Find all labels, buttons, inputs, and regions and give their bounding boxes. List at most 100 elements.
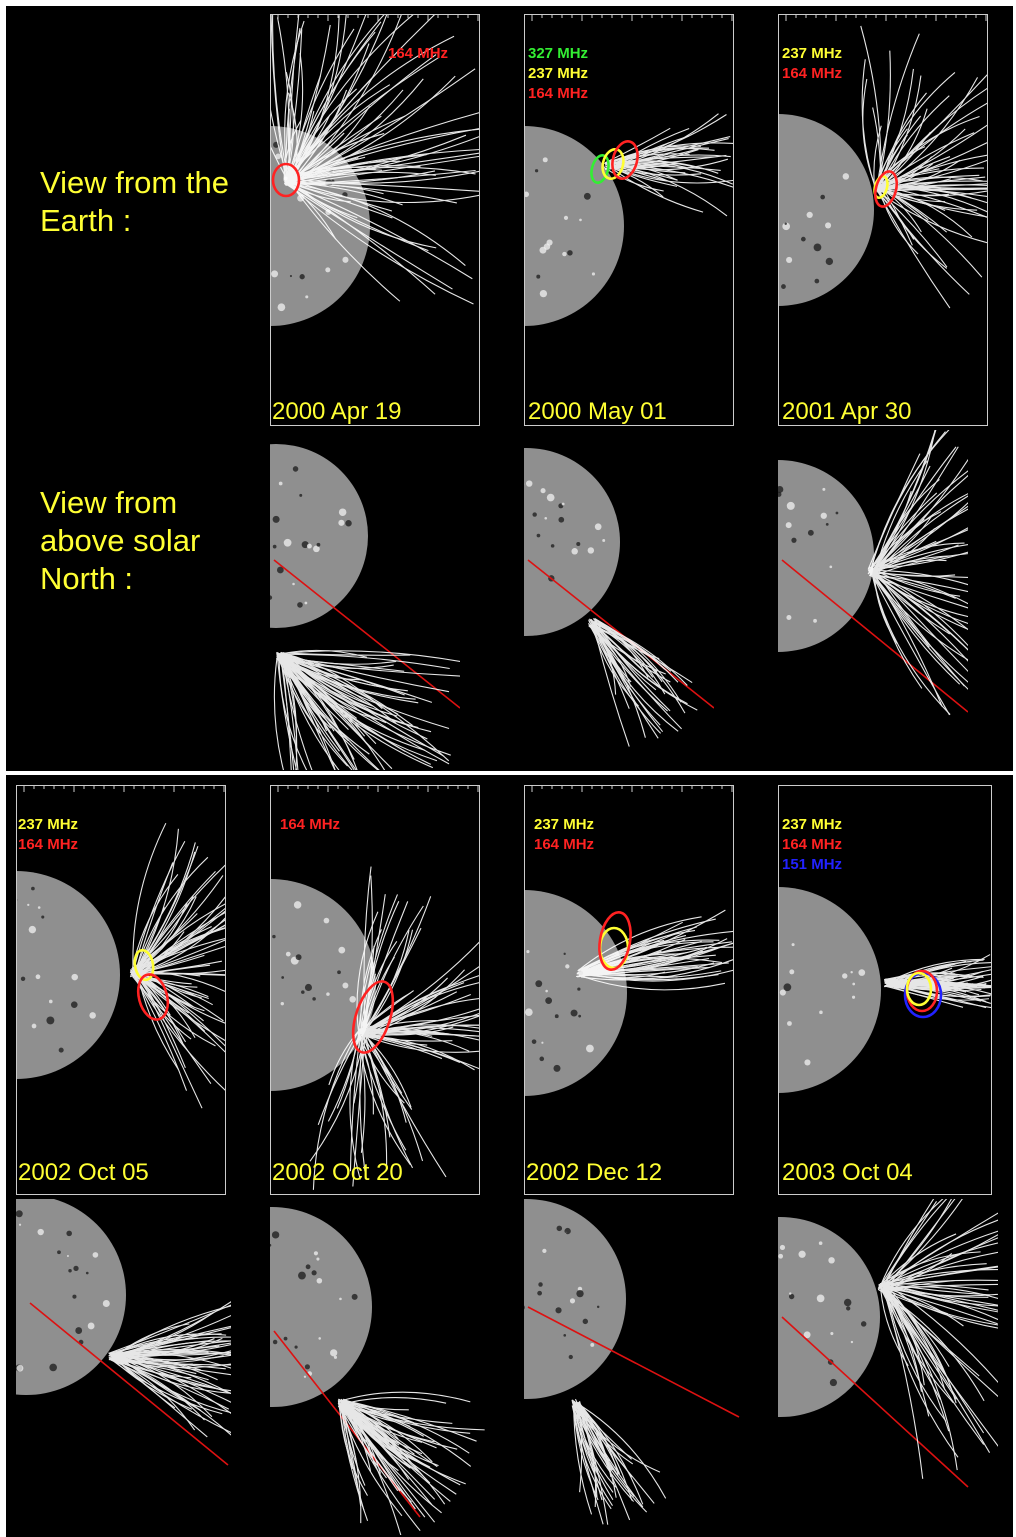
panel-frame <box>270 14 480 426</box>
field-lines <box>860 25 988 309</box>
earth-view-label: View from the Earth : <box>40 165 229 238</box>
magnetogram-spots <box>16 1210 110 1372</box>
freq-label-151: 151 MHz <box>782 856 843 873</box>
solar-disk <box>524 1199 626 1399</box>
frame-ticks <box>531 14 733 21</box>
event-date: 2002 Dec 12 <box>526 1159 663 1186</box>
field-lines <box>587 617 698 747</box>
panel-graphic <box>778 14 988 426</box>
solar-disk <box>778 1217 880 1417</box>
line-of-sight <box>273 559 460 709</box>
event-date: 2002 Oct 20 <box>272 1159 403 1186</box>
panel-graphic <box>16 785 226 1195</box>
magnetogram-spots <box>778 943 866 1066</box>
freq-label-164: 164 MHz <box>388 45 449 62</box>
event-date: 2002 Oct 05 <box>18 1159 149 1186</box>
field-lines <box>575 909 734 991</box>
solar-disk <box>16 1199 126 1395</box>
line-of-sight <box>781 559 968 713</box>
radio-source-164 <box>136 973 170 1021</box>
radio-source-164 <box>598 911 632 971</box>
bottom-figure-block: 237 MHz 164 MHz 2002 Oct 05 164 MHz 2002… <box>6 775 1013 1537</box>
earth-view-panel-2001-apr-30: 237 MHz 164 MHz 2001 Apr 30 <box>778 14 988 426</box>
north-view-panel-2001-apr-30 <box>778 430 968 770</box>
north-view-panel-2002-oct-05 <box>16 1199 231 1535</box>
radio-source-237 <box>905 971 933 1007</box>
line-of-sight <box>527 1306 740 1418</box>
solar-disk <box>524 890 627 1096</box>
panel-graphic <box>778 785 992 1195</box>
radio-source-237 <box>873 174 889 200</box>
radio-source-164 <box>873 170 899 208</box>
panel-graphic <box>270 1207 485 1535</box>
freq-label-237: 237 MHz <box>18 816 79 833</box>
radio-source-164 <box>351 980 395 1054</box>
event-date: 2003 Oct 04 <box>782 1159 913 1186</box>
radio-source-237 <box>133 948 155 982</box>
earth-view-panel-2000-may-01: 327 MHz 237 MHz 164 MHz 2000 May 01 <box>524 14 734 426</box>
field-lines <box>270 14 480 305</box>
field-lines <box>273 649 460 770</box>
radio-source-164 <box>611 140 639 180</box>
earth-view-panel-2002-oct-05: 237 MHz 164 MHz 2002 Oct 05 <box>16 785 226 1195</box>
solar-disk <box>778 114 874 306</box>
panel-graphic <box>270 785 480 1195</box>
field-lines <box>108 1301 231 1438</box>
magnetogram-spots <box>270 466 352 608</box>
field-lines <box>337 1391 485 1535</box>
panel-frame <box>270 785 480 1195</box>
solar-disk <box>16 871 120 1079</box>
earth-view-panel-2003-oct-04: 237 MHz 164 MHz 151 MHz 2003 Oct 04 <box>778 785 992 1195</box>
freq-label-164: 164 MHz <box>782 836 843 853</box>
freq-label-327: 327 MHz <box>528 45 589 62</box>
frame-ticks <box>23 785 225 792</box>
panel-graphic <box>524 785 734 1195</box>
earth-view-panel-2002-oct-20: 164 MHz 2002 Oct 20 <box>270 785 480 1195</box>
solar-disk <box>524 126 624 326</box>
panel-graphic <box>524 14 734 426</box>
panel-frame <box>524 785 734 1195</box>
frame-ticks <box>277 14 479 21</box>
frame-ticks <box>785 14 987 21</box>
solar-disk <box>270 444 368 628</box>
field-lines <box>883 954 992 1009</box>
panel-frame <box>778 785 992 1195</box>
north-view-panel-2000-may-01 <box>524 430 714 770</box>
panel-frame <box>778 14 988 426</box>
magnetogram-spots <box>778 1241 867 1387</box>
solar-disk <box>270 1207 372 1407</box>
freq-label-164: 164 MHz <box>534 836 595 853</box>
event-date: 2000 Apr 19 <box>272 398 402 425</box>
solar-disk <box>778 460 874 652</box>
freq-label-237: 237 MHz <box>782 816 843 833</box>
field-lines <box>129 822 226 1109</box>
solar-disk <box>778 887 881 1093</box>
panel-graphic <box>270 14 480 426</box>
top-figure-block: View from the Earth : View from above so… <box>6 6 1013 771</box>
earth-view-panel-2002-dec-12: 237 MHz 164 MHz 2002 Dec 12 <box>524 785 734 1195</box>
freq-label-164: 164 MHz <box>782 65 843 82</box>
freq-label-237: 237 MHz <box>782 45 843 62</box>
north-view-panel-2000-apr-19 <box>270 430 460 770</box>
radio-source-327 <box>590 154 610 184</box>
magnetogram-spots <box>781 173 850 289</box>
magnetogram-spots <box>524 1225 600 1360</box>
north-view-panel-2002-dec-12 <box>524 1199 744 1535</box>
panel-graphic <box>524 1199 740 1525</box>
north-view-panel-2003-oct-04 <box>778 1199 998 1535</box>
magnetogram-spots <box>778 485 839 623</box>
panel-graphic <box>778 1199 998 1488</box>
event-date: 2000 May 01 <box>528 398 667 425</box>
line-of-sight <box>781 1316 969 1488</box>
panel-frame <box>524 14 734 426</box>
event-date: 2001 Apr 30 <box>782 398 912 425</box>
solar-disk <box>524 448 620 636</box>
north-view-panel-2002-oct-20 <box>270 1199 485 1535</box>
field-lines <box>867 430 968 716</box>
north-view-label: View from above solar North : <box>40 485 201 596</box>
freq-label-237: 237 MHz <box>528 65 589 82</box>
frame-ticks <box>531 785 733 792</box>
freq-label-237: 237 MHz <box>534 816 595 833</box>
field-lines <box>877 1199 998 1479</box>
